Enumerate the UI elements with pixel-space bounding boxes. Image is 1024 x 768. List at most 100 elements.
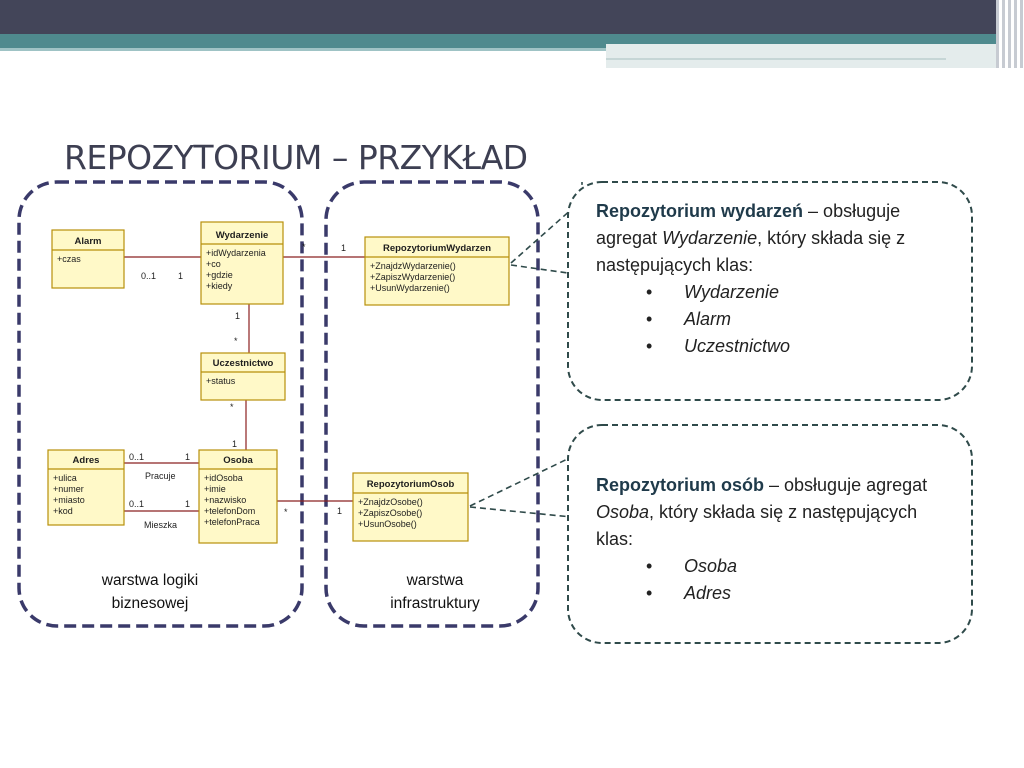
mult-pracuje-osoba: 1 [185,452,190,462]
bullet: • [646,309,653,329]
callout-persons-list: • Osoba • Adres [596,553,946,607]
class-attribute: +UsunOsobe() [358,519,417,529]
class-attribute: +ZnajdzWydarzenie() [370,261,456,271]
infrastructure-layer-label-line2: infrastruktury [390,595,480,612]
class-name: Alarm [75,236,102,247]
class-name: RepozytoriumOsob [367,479,455,490]
class-wydarzenie: Wydarzenie +idWydarzenia+co+gdzie+kiedy [200,221,284,305]
decor-line-right [606,58,946,60]
mult-mieszka-osoba: 1 [185,499,190,509]
decor-bar-right [606,44,1006,68]
class-box [352,472,469,542]
class-attribute: +czas [57,254,81,264]
mult-pracuje-adres: 0..1 [129,452,144,462]
class-attribute: +co [206,259,221,269]
bullet: • [646,282,653,302]
class-attribute: +imie [204,484,226,494]
class-box [200,221,284,305]
callout-pointer-persons-top [469,451,583,507]
business-layer-label-line2: biznesowej [112,595,189,612]
class-name: Osoba [223,455,253,466]
class-attribute: +nazwisko [204,495,246,505]
callout-events-list: • Wydarzenie • Alarm • Uczestnictwo [596,279,946,360]
list-item-label: Adres [684,583,732,603]
class-attribute: +gdzie [206,270,233,280]
mult-uczest-osoba-star: * [230,402,234,412]
mult-wydarzenie-repo-star: * [302,242,306,252]
class-attribute: +ZapiszOsobe() [358,508,422,518]
list-item: • Adres [596,580,946,607]
class-attribute: +numer [53,484,84,494]
list-item-label: Osoba [684,556,738,576]
class-box [47,449,125,526]
business-layer-frame [17,180,304,628]
class-name: RepozytoriumWydarzen [383,243,491,254]
callout-events: Repozytorium wydarzeń – obsługuje agrega… [596,198,946,360]
callout-persons-frame [567,424,973,644]
class-box [198,449,278,544]
list-item: • Wydarzenie [596,279,946,306]
class-attribute: +idWydarzenia [206,248,266,258]
mult-repo-wydarzen-one: 1 [341,243,346,253]
infrastructure-layer-label-line1: warstwa [406,572,464,589]
callout-persons-text: Repozytorium osób – obsługuje agregat Os… [596,472,946,553]
list-item: • Alarm [596,306,946,333]
class-attribute: +ulica [53,473,77,483]
class-name: Wydarzenie [216,230,269,241]
bullet: • [646,556,653,576]
mult-wydarzenie-uczest-one: 1 [235,311,240,321]
list-item-label: Uczestnictwo [684,336,791,356]
mult-wydarzenie-side: 1 [178,271,183,281]
class-attribute: +telefonPraca [204,517,260,527]
callout-events-aggregate: Wydarzenie [662,228,758,248]
class-box [200,352,286,401]
class-uczestnictwo: Uczestnictwo +status [200,352,286,401]
callout-persons-t3: , który składa się z następujących klas: [596,502,918,549]
class-osoba: Osoba +idOsoba+imie+nazwisko+telefonDom+t… [198,449,278,544]
class-attribute: +telefonDom [204,506,255,516]
class-repozytorium-osob: RepozytoriumOsob+ZnajdzOsobe()+ZapiszOso… [352,472,469,542]
callout-persons-t1: – obsługuje agregat [764,475,928,495]
list-item-label: Wydarzenie [684,282,780,302]
business-layer-label-line1: warstwa logiki [101,572,198,589]
class-box [364,236,510,306]
page-title: REPOZYTORIUM – PRZYKŁAD [64,138,528,177]
callout-pointer-persons-bottom [469,506,583,519]
class-attribute: +status [206,376,236,386]
class-attribute: +kod [53,506,73,516]
callout-events-text: Repozytorium wydarzeń – obsługuje agrega… [596,198,946,279]
list-item: • Osoba [596,553,946,580]
class-repozytorium-wydarzen: RepozytoriumWydarzen +ZnajdzWydarzenie() +… [364,236,510,306]
class-attribute: +idOsoba [204,473,243,483]
bullet: • [646,336,653,356]
callout-pointer-events-bottom [510,264,583,276]
callout-events-t3: , który składa się z następujących klas: [596,228,906,275]
callout-events-frame [567,181,973,401]
class-adres: Adres +ulica+numer+miasto+kod [47,449,125,526]
class-attribute: +kiedy [206,281,233,291]
callout-persons: Repozytorium osób – obsługuje agregat Os… [596,472,946,607]
mult-uczest-osoba-one: 1 [232,439,237,449]
callout-persons-head: Repozytorium osób [596,475,765,495]
mult-mieszka-adres: 0..1 [129,499,144,509]
assoc-label-mieszka: Mieszka [144,520,177,530]
assoc-label-pracuje: Pracuje [145,471,176,481]
class-name: Uczestnictwo [213,358,274,369]
mult-alarm-side: 0..1 [141,271,156,281]
decor-pillar [996,0,1024,68]
class-name: Adres [73,455,100,466]
callout-persons-aggregate: Osoba [596,502,650,522]
class-alarm: Alarm +czas [51,229,125,289]
bullet: • [646,583,653,603]
class-attribute: +miasto [53,495,85,505]
callout-events-head: Repozytorium wydarzeń [596,201,804,221]
list-item: • Uczestnictwo [596,333,946,360]
top-bar [0,0,1024,34]
class-attribute: +UsunWydarzenie() [370,283,450,293]
list-item-label: Alarm [684,309,732,329]
mult-osoba-repo-star: * [284,507,288,517]
class-box [51,229,125,289]
top-stripe-thin [0,48,1024,51]
mult-wydarzenie-uczest-star: * [234,336,238,346]
